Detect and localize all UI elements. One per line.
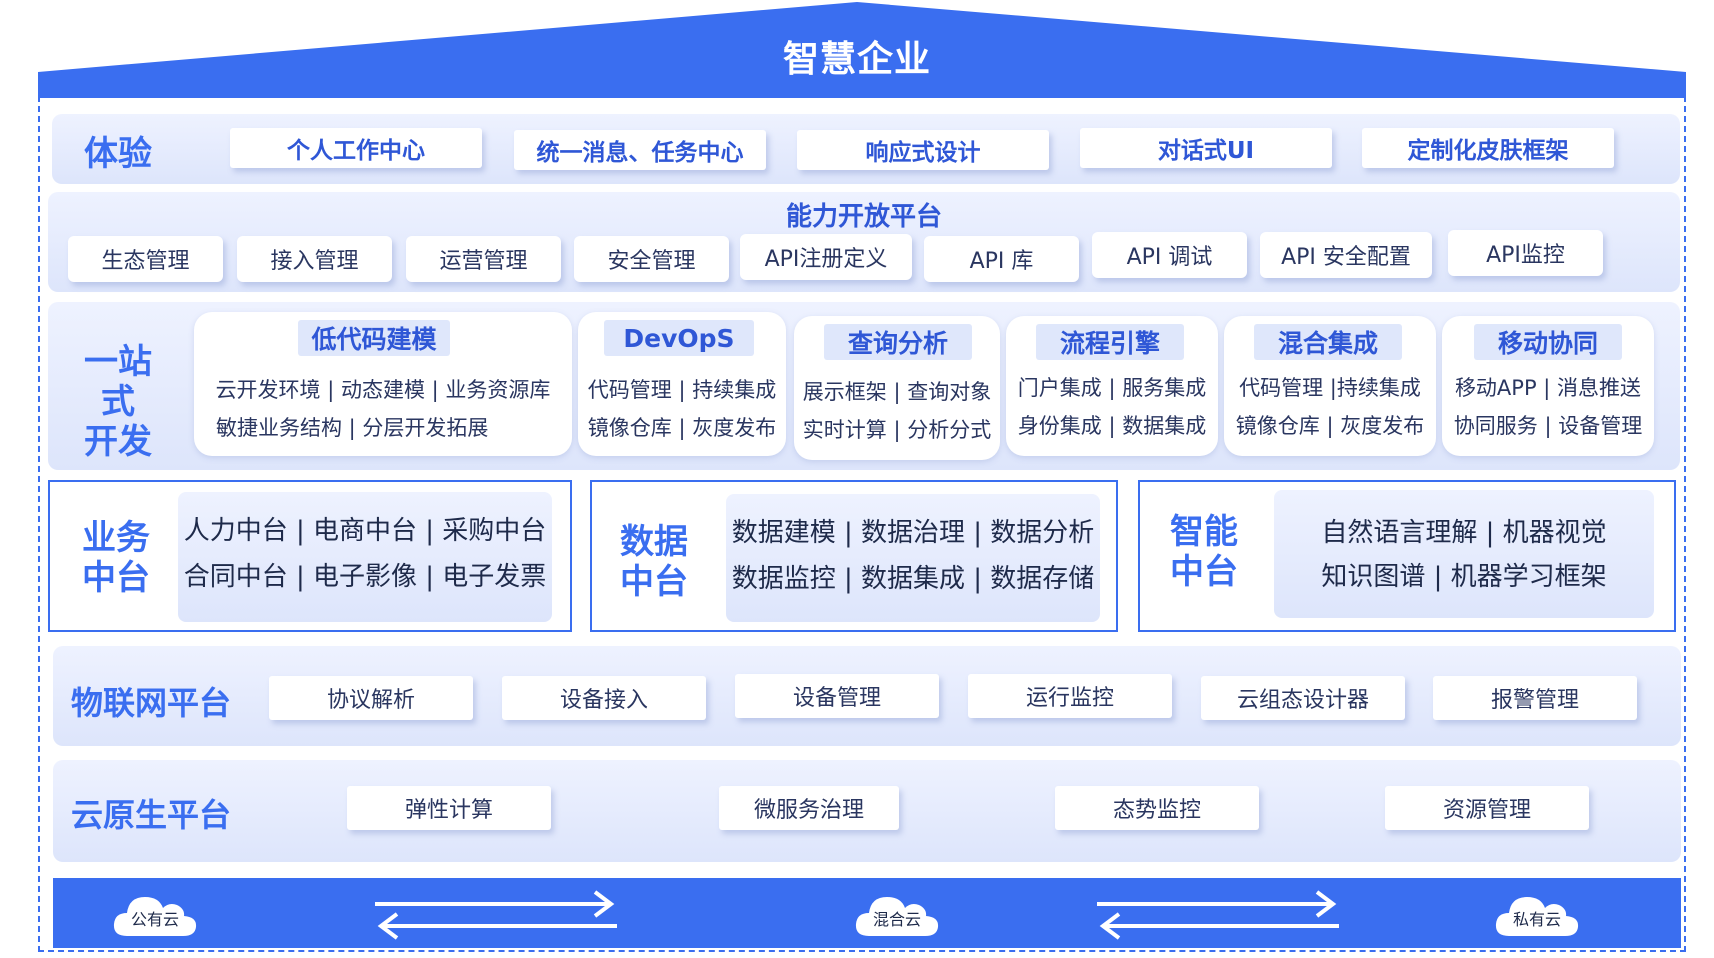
mid-line: 数据监控 | 数据集成 | 数据存储 [731, 564, 1095, 594]
onestop-band: 一站式 开发 低代码建模 云开发环境 | 动态建模 | 业务资源库 敏捷业务结构… [48, 302, 1680, 470]
iot-item: 云组态设计器 [1201, 676, 1405, 720]
iot-item: 运行监控 [968, 674, 1172, 718]
mid-line: 合同中台 | 电子影像 | 电子发票 [183, 562, 547, 592]
iot-item: 协议解析 [269, 676, 473, 720]
experience-item: 统一消息、任务中心 [514, 130, 766, 170]
dev-card-devops: DevOpS 代码管理 | 持续集成 镜像仓库 | 灰度发布 [578, 312, 786, 456]
experience-item: 响应式设计 [797, 130, 1049, 170]
dev-card-line: 镜像仓库 | 灰度发布 [1235, 414, 1425, 438]
experience-item: 定制化皮肤框架 [1362, 128, 1614, 168]
experience-band: 体验 个人工作中心 统一消息、任务中心 响应式设计 对话式UI 定制化皮肤框架 [52, 114, 1680, 184]
exchange-arrows-icon [375, 890, 617, 940]
exchange-arrows-icon [1097, 890, 1339, 940]
dev-card-line: 镜像仓库 | 灰度发布 [587, 416, 777, 440]
hybrid-cloud: 混合云 [853, 886, 941, 940]
dev-card-query: 查询分析 展示框架 | 查询对象 实时计算 | 分析分式 [794, 316, 1000, 460]
cloudnative-band: 云原生平台 弹性计算 微服务治理 态势监控 资源管理 [53, 760, 1681, 862]
dev-card-line: 实时计算 | 分析分式 [802, 418, 992, 442]
dev-card-line: 身份集成 | 数据集成 [1017, 414, 1207, 438]
capability-item: API注册定义 [740, 234, 912, 280]
capability-item: API 安全配置 [1260, 232, 1432, 278]
experience-item: 个人工作中心 [230, 128, 482, 168]
iot-label: 物联网平台 [71, 684, 232, 722]
capability-item: 接入管理 [237, 236, 392, 282]
mid-inner: 数据建模 | 数据治理 | 数据分析 数据监控 | 数据集成 | 数据存储 [726, 494, 1100, 622]
cloudnative-item: 弹性计算 [347, 786, 551, 830]
dev-card-title: 流程引擎 [1036, 324, 1184, 360]
cloudnative-item: 资源管理 [1385, 786, 1589, 830]
cloudnative-item: 态势监控 [1055, 786, 1259, 830]
onestop-label: 一站式 开发 [68, 342, 168, 462]
dev-card-line: 移动APP | 消息推送 [1454, 376, 1642, 400]
mid-line: 自然语言理解 | 机器视觉 [1321, 518, 1607, 548]
dev-card-line: 协同服务 | 设备管理 [1453, 414, 1643, 438]
dev-card-title: 混合集成 [1254, 324, 1402, 360]
iot-item: 设备管理 [735, 674, 939, 718]
cloud-label: 私有云 [1512, 910, 1561, 929]
mid-inner: 人力中台 | 电商中台 | 采购中台 合同中台 | 电子影像 | 电子发票 [178, 492, 552, 622]
mid-label: 业务 中台 [76, 518, 156, 598]
private-cloud: 私有云 [1493, 886, 1581, 940]
dev-card-title: 低代码建模 [298, 320, 450, 356]
dev-card-line: 代码管理 | 持续集成 [587, 378, 777, 402]
iot-band: 物联网平台 协议解析 设备接入 设备管理 运行监控 云组态设计器 报警管理 [53, 646, 1681, 746]
capability-band: 能力开放平台 生态管理 接入管理 运营管理 安全管理 API注册定义 API 库… [48, 192, 1680, 292]
data-middle-platform: 数据 中台 数据建模 | 数据治理 | 数据分析 数据监控 | 数据集成 | 数… [590, 480, 1118, 632]
capability-item: 运营管理 [406, 236, 561, 282]
capability-item: API 库 [924, 236, 1079, 282]
roof-shape [38, 2, 1686, 98]
capability-item: API 调试 [1092, 232, 1247, 278]
business-middle-platform: 业务 中台 人力中台 | 电商中台 | 采购中台 合同中台 | 电子影像 | 电… [48, 480, 572, 632]
dev-card-title: 移动协同 [1474, 324, 1622, 360]
mid-label-line1: 智能 [1170, 512, 1238, 552]
cloudnative-item: 微服务治理 [719, 786, 899, 830]
iot-item: 设备接入 [502, 676, 706, 720]
cloud-icon [113, 897, 197, 936]
cloud-label: 混合云 [872, 910, 921, 929]
mid-inner: 自然语言理解 | 机器视觉 知识图谱 | 机器学习框架 [1274, 490, 1654, 618]
mid-line: 人力中台 | 电商中台 | 采购中台 [183, 516, 547, 546]
capability-item: 安全管理 [574, 236, 729, 282]
dev-card-mobile: 移动协同 移动APP | 消息推送 协同服务 | 设备管理 [1442, 316, 1654, 456]
capability-title: 能力开放平台 [785, 202, 942, 232]
cloud-icon [1495, 897, 1579, 936]
enterprise-frame [38, 96, 1686, 952]
cloudnative-label: 云原生平台 [71, 796, 232, 834]
mid-label: 数据 中台 [614, 522, 694, 602]
onestop-label-line2: 开发 [84, 422, 152, 462]
onestop-label-line1: 一站式 [84, 342, 152, 422]
cloud-label: 公有云 [130, 910, 179, 929]
mid-label-line1: 业务 [82, 518, 150, 558]
dev-card-line: 云开发环境 | 动态建模 | 业务资源库 [215, 378, 551, 402]
experience-label: 体验 [84, 134, 152, 174]
capability-item: 生态管理 [68, 236, 223, 282]
mid-line: 数据建模 | 数据治理 | 数据分析 [731, 518, 1095, 548]
dev-card-hybrid: 混合集成 代码管理 |持续集成 镜像仓库 | 灰度发布 [1224, 316, 1436, 456]
dev-card-title: DevOpS [604, 320, 754, 356]
dev-card-line: 展示框架 | 查询对象 [802, 380, 992, 404]
dev-card-workflow: 流程引擎 门户集成 | 服务集成 身份集成 | 数据集成 [1006, 316, 1218, 456]
experience-item: 对话式UI [1080, 128, 1332, 168]
mid-label: 智能 中台 [1164, 512, 1244, 592]
mid-label-line2: 中台 [620, 562, 688, 602]
mid-line: 知识图谱 | 机器学习框架 [1321, 562, 1607, 592]
capability-item: API监控 [1448, 230, 1603, 276]
dev-card-lowcode: 低代码建模 云开发环境 | 动态建模 | 业务资源库 敏捷业务结构 | 分层开发… [194, 312, 572, 456]
iot-item: 报警管理 [1433, 676, 1637, 720]
dev-card-title: 查询分析 [824, 324, 972, 360]
public-cloud: 公有云 [111, 886, 199, 940]
dev-card-line: 门户集成 | 服务集成 [1017, 376, 1207, 400]
roof-title: 智慧企业 [782, 39, 931, 80]
cloud-deployment-bar: 公有云 混合云 私有云 [53, 878, 1681, 948]
cloud-icon [855, 897, 939, 936]
dev-card-line: 代码管理 |持续集成 [1239, 376, 1421, 400]
dev-card-line: 敏捷业务结构 | 分层开发拓展 [216, 416, 489, 440]
mid-label-line2: 中台 [82, 558, 150, 598]
mid-label-line1: 数据 [620, 522, 688, 562]
mid-label-line2: 中台 [1170, 552, 1238, 592]
ai-middle-platform: 智能 中台 自然语言理解 | 机器视觉 知识图谱 | 机器学习框架 [1138, 480, 1676, 632]
